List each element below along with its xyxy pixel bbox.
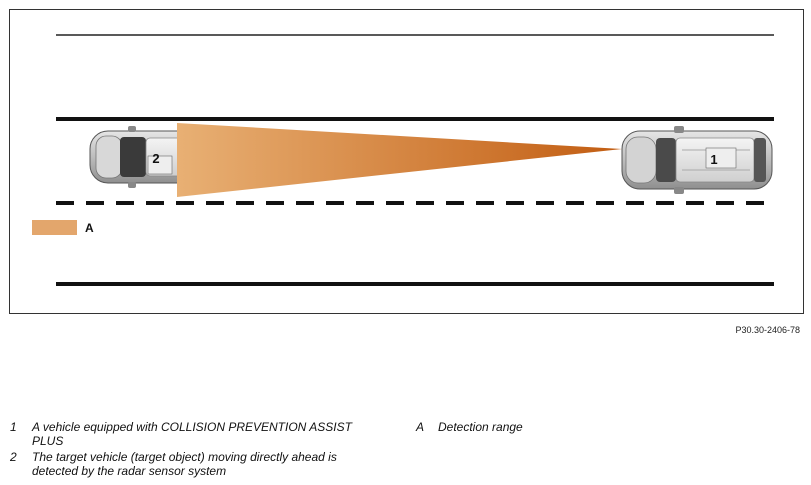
- detection-range-key-swatch: [32, 220, 77, 235]
- legend-key: A: [416, 420, 425, 434]
- legend-key: 1: [10, 420, 17, 434]
- legend-text: The target vehicle (target object) movin…: [32, 450, 337, 478]
- road-diagram-svg: 2 1 A: [32, 34, 774, 286]
- legend-text: Detection range: [438, 420, 523, 434]
- legend-key: 2: [10, 450, 17, 464]
- vehicle-2-label: 2: [152, 151, 159, 166]
- equipped-vehicle-1: [621, 126, 773, 194]
- radar-detection-range: [177, 123, 622, 197]
- figure-code: P30.30-2406-78: [735, 325, 800, 335]
- detection-range-key-label: A: [85, 221, 94, 235]
- legend-text: A vehicle equipped with COLLISION PREVEN…: [32, 420, 352, 448]
- vehicle-1-label: 1: [710, 152, 717, 167]
- road-diagram: 2 1 A: [9, 9, 804, 314]
